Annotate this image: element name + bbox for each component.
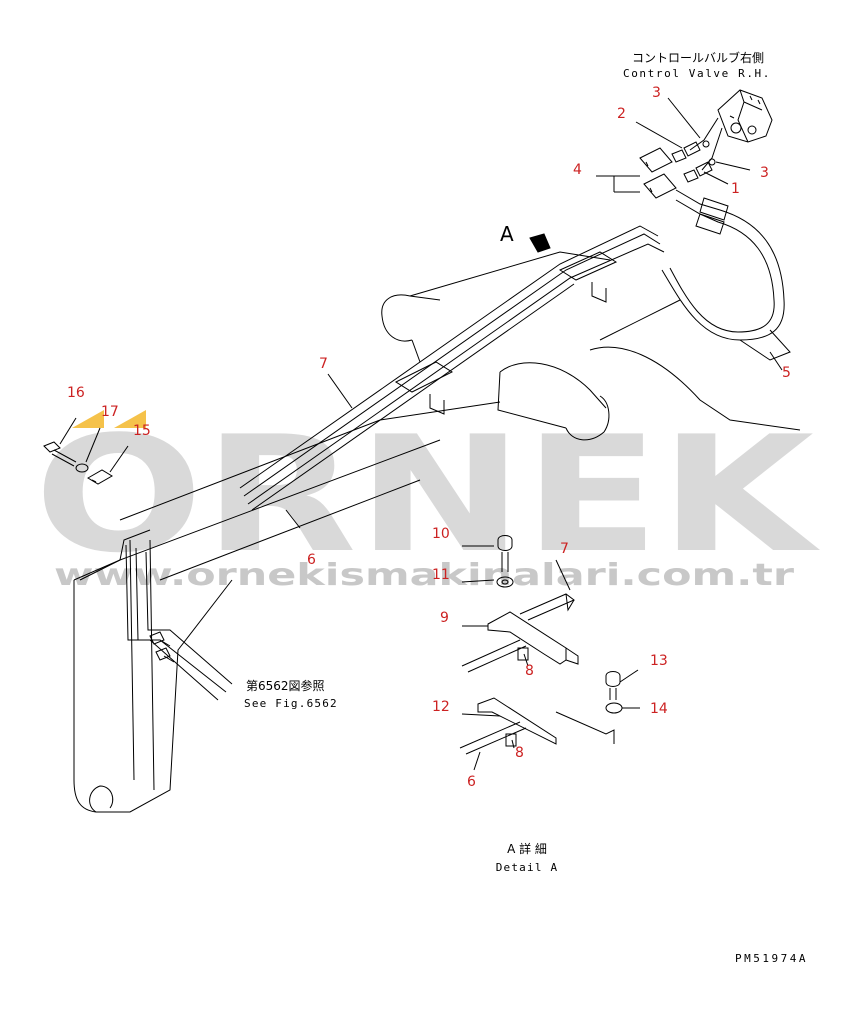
callout-11: 11	[432, 567, 450, 583]
detail-en: Detail A	[496, 861, 559, 874]
callout-8-upper: 8	[525, 663, 534, 679]
watermark-brand: ORNEK	[34, 401, 820, 588]
callout-5: 5	[782, 365, 791, 381]
callout-6-detail: 6	[467, 774, 476, 790]
detail-a	[459, 535, 623, 755]
callout-1: 1	[731, 181, 740, 197]
line-drawing	[43, 89, 801, 813]
callout-17: 17	[101, 404, 119, 420]
title-en: Control Valve R.H.	[623, 67, 771, 80]
brackets	[394, 251, 618, 415]
callout-8-lower: 8	[515, 745, 524, 761]
callout-13: 13	[650, 653, 668, 669]
title-jp: コントロールバルブ右側	[632, 50, 764, 65]
drawing-code: PM51974A	[735, 952, 808, 965]
watermark: ORNEK www.ornekismakinalari.com.tr	[34, 401, 820, 593]
callout-10: 10	[432, 526, 450, 542]
callout-12: 12	[432, 699, 450, 715]
watermark-url: www.ornekismakinalari.com.tr	[54, 558, 794, 593]
watermark-accent-left	[72, 410, 104, 428]
callout-4: 4	[573, 162, 582, 178]
hoses	[661, 189, 791, 361]
watermark-accent-right	[114, 410, 146, 428]
callout-7-main: 7	[319, 356, 328, 372]
clamp-parts	[43, 441, 113, 485]
reference-jp: 第6562図参照	[246, 678, 325, 693]
tube-7	[239, 225, 665, 511]
callout-3-top: 3	[652, 85, 661, 101]
callout-3-right: 3	[760, 165, 769, 181]
callout-7-detail: 7	[560, 541, 569, 557]
callout-9: 9	[440, 610, 449, 626]
view-arrow	[529, 233, 551, 253]
view-marker: A	[500, 222, 514, 246]
callout-2: 2	[617, 106, 626, 122]
callout-16: 16	[67, 385, 85, 401]
detail-jp: A 詳 細	[507, 841, 547, 856]
callout-14: 14	[650, 701, 668, 717]
callouts: 1 2 3 3 4 5 6 7 16 17 15 10 11 7 9 8 13 …	[67, 85, 791, 790]
callout-15: 15	[133, 423, 151, 439]
control-valve	[717, 89, 773, 143]
leader-lines	[59, 97, 783, 771]
callout-6-main: 6	[307, 552, 316, 568]
valve-fittings	[639, 117, 723, 199]
arm	[73, 529, 233, 813]
reference-en: See Fig.6562	[244, 697, 338, 710]
